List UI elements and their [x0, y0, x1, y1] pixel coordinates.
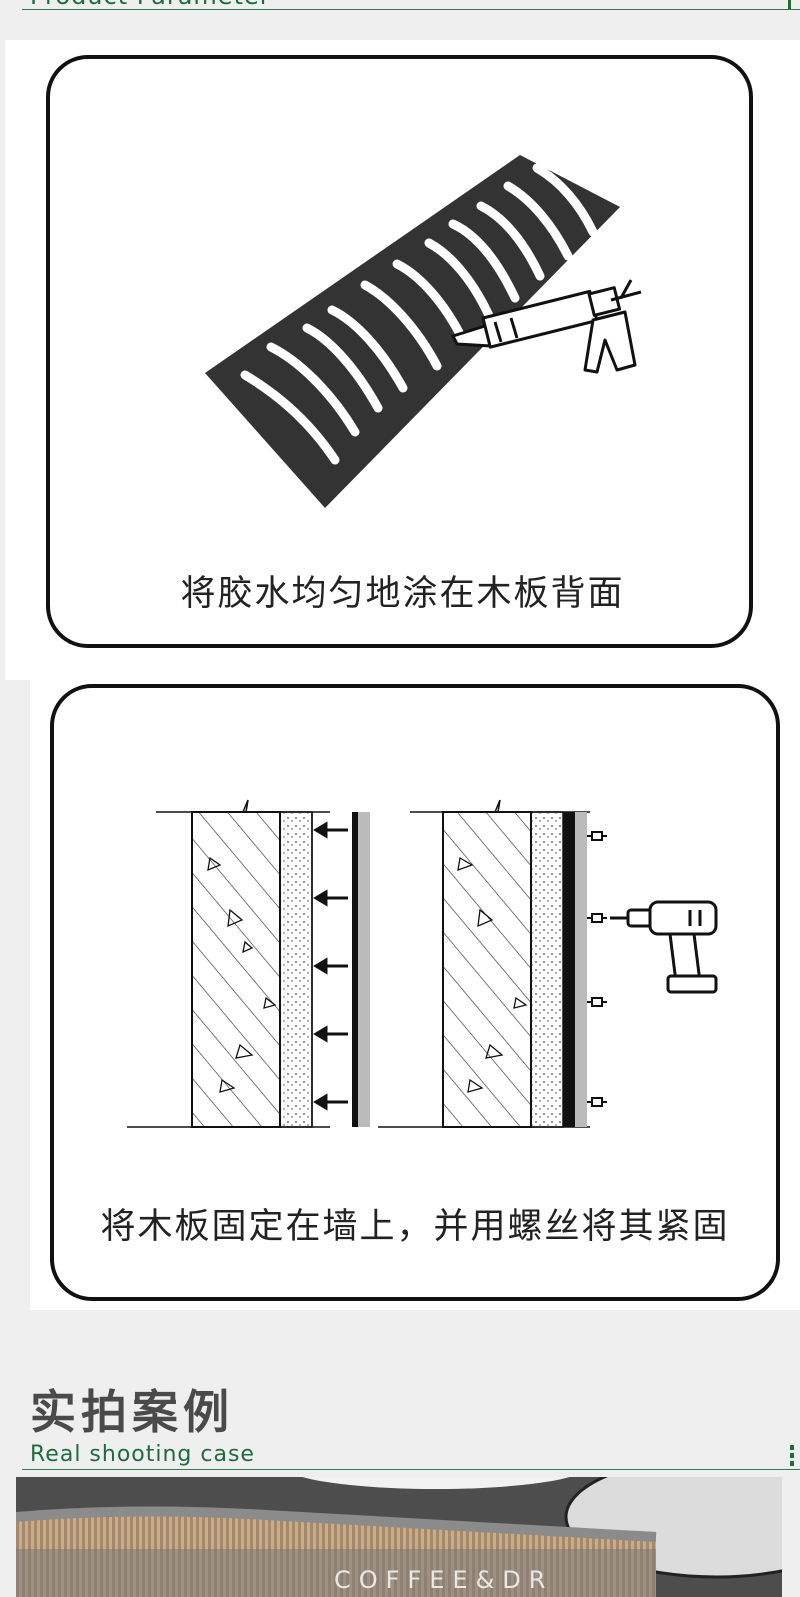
photo-scene: COFFEE&DR: [16, 1477, 782, 1597]
caulking-gun-icon: [451, 279, 642, 374]
press-arrows: [313, 821, 348, 1111]
step-glue-card: 将胶水均匀地涂在木板背面: [5, 40, 800, 680]
case-title: 实拍案例: [30, 1385, 234, 1439]
step-glue-frame: [46, 55, 753, 648]
step-fix-card: 将木板固定在墙上，并用螺丝将其紧固: [30, 680, 800, 1310]
wall-section-right: [378, 799, 607, 1128]
top-section-header: Product Parameter: [0, 0, 800, 12]
glue-illustration: [205, 155, 642, 508]
section-subtitle: Product Parameter: [30, 0, 271, 10]
case-subtitle: Real shooting case: [30, 1442, 255, 1467]
step-glue-caption: 将胶水均匀地涂在木板背面: [180, 574, 625, 614]
screws: [587, 831, 607, 1107]
header-mark: [788, 0, 791, 9]
step-fix-frame: [50, 684, 780, 1301]
photo-sign-text: COFFEE&DR: [334, 1566, 553, 1594]
case-mark: [790, 1445, 794, 1466]
power-drill-icon: [610, 900, 718, 994]
case-rule: [22, 1469, 800, 1470]
case-section-header: 实拍案例 Real shooting case: [0, 1370, 800, 1470]
step-fix-caption: 将木板固定在墙上，并用螺丝将其紧固: [100, 1207, 730, 1247]
wall-section-left: [127, 799, 370, 1128]
case-photo: COFFEE&DR: [16, 1477, 782, 1597]
wall-fixing-illustration: [127, 799, 718, 1128]
header-rule: [22, 9, 800, 10]
glue-beads: [240, 163, 598, 465]
